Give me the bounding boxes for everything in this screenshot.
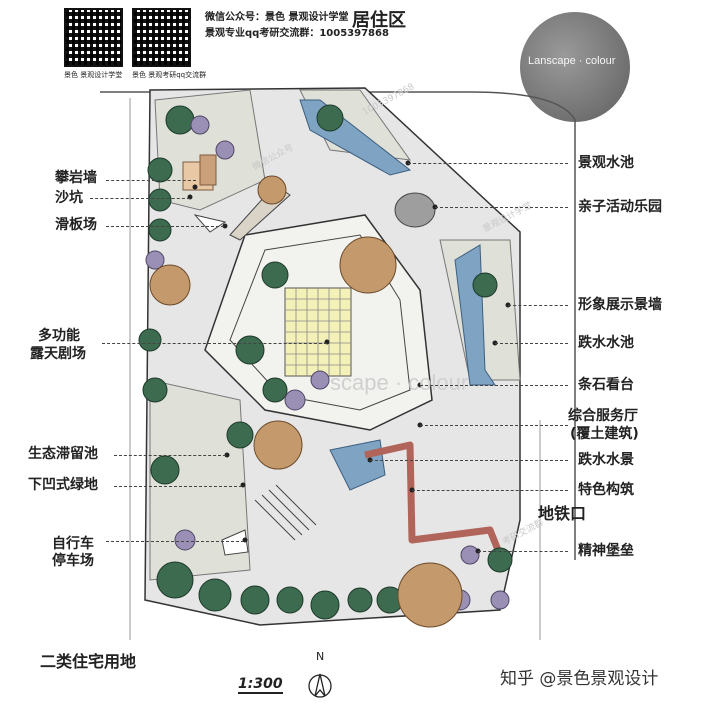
spirit-fortress-sculpture [221,529,249,556]
leader-cascade-pool [495,343,568,344]
north-label: N [316,650,325,663]
leader-climbing-wall [106,180,196,181]
brand-logo [520,12,630,122]
leader-retention-pond [114,455,226,456]
cascade-pool [454,244,496,386]
label-climbing-wall: 攀岩墙 [55,170,97,186]
leader-stone-seats [420,385,568,386]
label-kids-playground: 亲子活动乐园 [578,199,662,215]
label-bike-2: 停车场 [52,553,94,569]
bike-parking-stripes [254,484,317,541]
playground-canopy [394,192,436,228]
leader-sandpit [90,198,190,199]
lawn-south-west [149,379,251,581]
label-cascade-pool: 跌水水池 [578,335,634,351]
leader-kids-playground [435,207,568,208]
label-theatre-1: 多功能 [38,328,80,344]
label-stone-seats: 条石看台 [578,377,634,393]
qr-right-caption: 景色 景观考研qq交流群 [132,71,207,79]
label-cascade-feature: 跌水水景 [578,452,634,468]
subway-exit-label: 地铁口 [538,504,587,523]
leader-bike [106,541,244,542]
label-sunken-green: 下凹式绿地 [28,477,98,493]
leader-sunken-green [114,486,242,487]
watermark-5: scape · colour [330,370,469,395]
tree-group-green [138,104,513,620]
feature-structure [364,441,504,557]
climbing-wall-area [199,154,217,186]
qr-left-caption: 景色 景观设计学堂 [64,71,123,79]
label-feature-structure: 特色构筑 [578,482,634,498]
leader-landscape-pool [408,163,568,164]
leader-cascade-feature [370,460,568,461]
label-image-wall: 形象展示景墙 [578,297,662,313]
tree-group-brown [149,175,463,628]
leader-service-hall [420,425,568,426]
wechat-line: 微信公众号：景色 景观设计学堂 [205,12,349,23]
road-edge [100,91,576,560]
leader-theatre [102,343,327,344]
label-retention-pond: 生态滞留池 [28,446,98,462]
skate-ramp [193,214,227,233]
label-theatre-2: 露天剧场 [30,346,86,362]
label-skate-park: 滑板场 [55,217,97,233]
leader-spirit-fortress [478,551,568,552]
label-service-hall-2: (覆土建筑) [570,426,639,442]
leader-feature-structure [412,490,568,491]
residential-land-label: 二类住宅用地 [40,652,137,671]
label-bike-1: 自行车 [52,536,94,552]
label-spirit-fortress: 精神堡垒 [578,543,634,559]
logo-text: Lanscape · colour [528,55,616,67]
label-sandpit: 沙坑 [55,190,83,206]
leader-skate-park [106,226,224,227]
leader-image-wall [508,305,568,306]
label-landscape-pool: 景观水池 [578,155,634,171]
grid-stage [284,287,352,377]
qr-code-right [132,8,191,67]
qr-code-left [64,8,123,67]
credit-text: 知乎 @景色景观设计 [500,669,659,689]
label-service-hall-1: 综合服务厅 [568,408,638,424]
residential-area-label: 居住区 [352,10,406,31]
scale-label: 1:300 [238,676,283,694]
north-arrow-icon [308,673,332,698]
qq-line: 景观专业qq考研交流群：1005397868 [205,28,389,39]
